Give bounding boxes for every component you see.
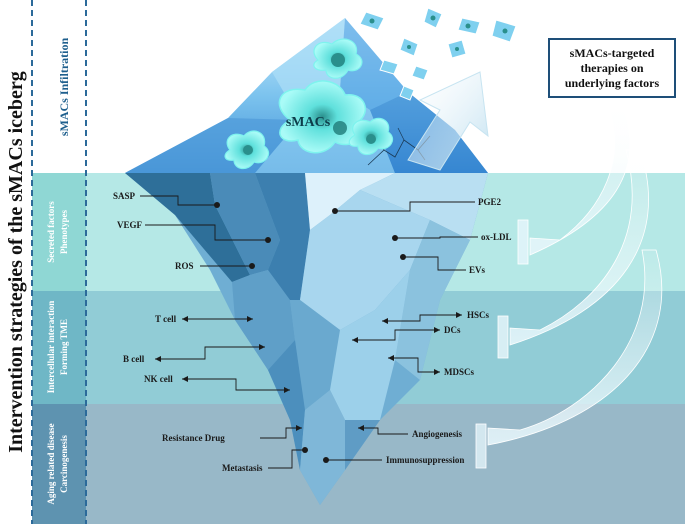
nkcell-line bbox=[182, 378, 290, 391]
label-tcell: T cell bbox=[155, 314, 177, 324]
label-bcell: B cell bbox=[123, 354, 145, 364]
dcs-line bbox=[352, 329, 440, 341]
therapy-swoosh-3 bbox=[475, 249, 663, 469]
figure-title: Intervention strategies of the sMACs ice… bbox=[5, 71, 27, 453]
bcell-line bbox=[155, 346, 265, 360]
label-vegf: VEGF bbox=[117, 220, 143, 230]
iceberg-underwater bbox=[125, 173, 488, 505]
aging-layer-panel bbox=[32, 404, 86, 524]
label-hscs: HSCs bbox=[467, 310, 490, 320]
oxldl-line bbox=[395, 236, 478, 239]
label-dcs: DCs bbox=[444, 325, 461, 335]
layer-aging-label-2: Carcinogenesis bbox=[59, 435, 69, 493]
tme-layer-panel bbox=[32, 291, 86, 404]
secreted-layer-panel bbox=[32, 173, 86, 291]
therapy-callout-box: sMACs-targeted therapies on underlying f… bbox=[548, 38, 676, 98]
metastasis-line bbox=[268, 449, 305, 469]
layer-secreted-label-2: Phenotypes bbox=[59, 210, 69, 255]
therapy-callout-text: sMACs-targeted therapies on underlying f… bbox=[564, 45, 660, 90]
connector-dots bbox=[214, 202, 406, 463]
evs-line bbox=[403, 256, 466, 271]
label-mdscs: MDSCs bbox=[444, 367, 474, 377]
therapy-swoosh-1 bbox=[517, 99, 631, 265]
label-evs: EVs bbox=[469, 265, 486, 275]
top-layer-panel bbox=[32, 0, 86, 173]
label-resistance-drug: Resistance Drug bbox=[162, 433, 225, 443]
label-oxldl: ox-LDL bbox=[481, 232, 512, 242]
layer-aging-label-1: Aging related disease bbox=[46, 423, 56, 504]
mdscs-line bbox=[388, 357, 440, 373]
label-sasp: SASP bbox=[113, 191, 136, 201]
arrow-out bbox=[407, 71, 489, 171]
label-pge2: PGE2 bbox=[478, 197, 502, 207]
angiogenesis-line bbox=[358, 427, 408, 435]
layer-tme-label-2: Forming TME bbox=[59, 319, 69, 375]
therapy-swoosh-2 bbox=[497, 149, 649, 359]
connector-arrowheads bbox=[155, 312, 462, 431]
smacs-label: sMACs bbox=[286, 115, 331, 130]
resistance-line bbox=[260, 427, 302, 439]
label-immunosuppression: Immunosuppression bbox=[386, 455, 464, 465]
label-metastasis: Metastasis bbox=[222, 463, 263, 473]
hscs-line bbox=[382, 314, 462, 322]
vegf-line bbox=[145, 224, 268, 241]
label-angiogenesis: Angiogenesis bbox=[412, 429, 463, 439]
connector-lines bbox=[140, 195, 478, 469]
label-nkcell: NK cell bbox=[144, 374, 173, 384]
label-ros: ROS bbox=[175, 261, 194, 271]
layer-top-label: sMACs Infiltration bbox=[57, 38, 71, 137]
layer-secreted-label-1: Secreted factors bbox=[46, 201, 56, 263]
layer-tme-label-1: Intercellular interaction bbox=[46, 301, 56, 393]
sasp-line bbox=[140, 195, 217, 206]
pge2-line bbox=[335, 201, 475, 212]
smacs-cells bbox=[224, 38, 393, 170]
flying-cells bbox=[359, 7, 517, 101]
